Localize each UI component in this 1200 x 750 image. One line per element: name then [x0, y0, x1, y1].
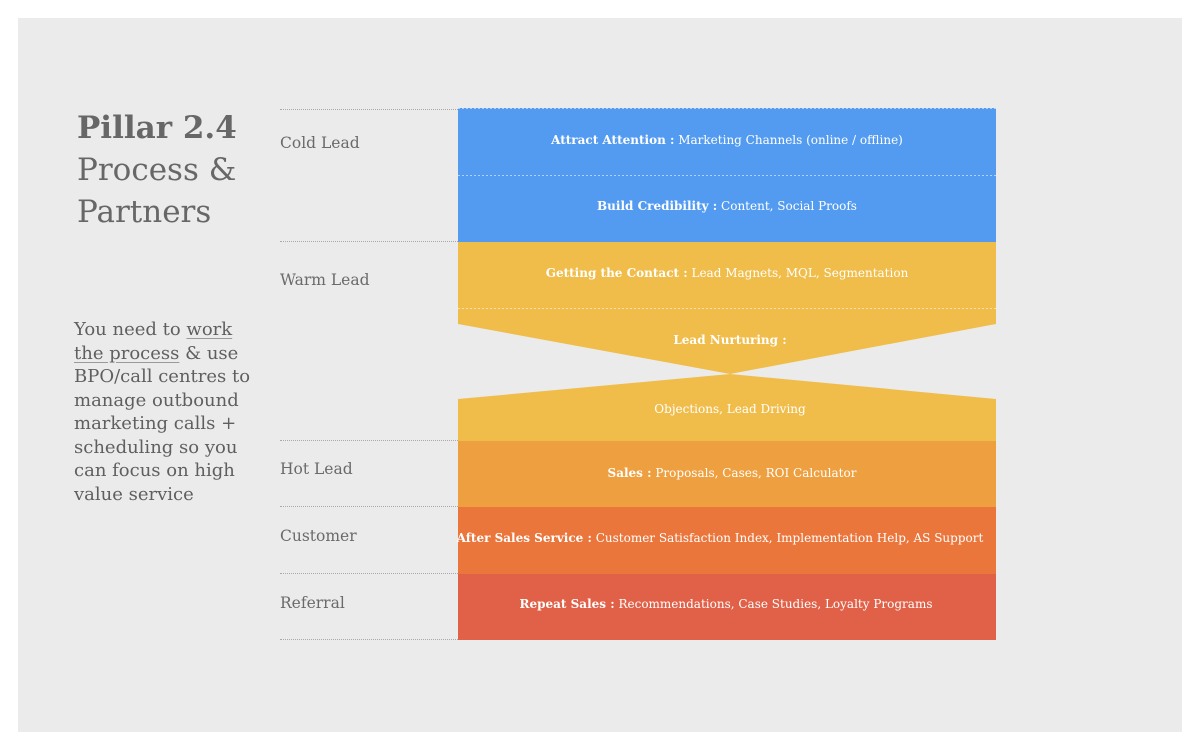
stage-label-hot: Hot Lead	[280, 460, 353, 478]
description-part1: You need to	[74, 319, 187, 340]
description-part2: & use BPO/call centres to manage outboun…	[74, 342, 251, 505]
segment-after-sales	[458, 507, 996, 574]
stage-label-referral: Referral	[280, 594, 345, 612]
segment-getting-contact	[458, 242, 996, 308]
funnel-dividers	[458, 108, 996, 309]
segment-text-nurturing: Lead Nurturing :	[673, 333, 786, 347]
funnel-diagram: Attract Attention : Marketing Channels (…	[456, 108, 996, 640]
segment-lead-nurturing	[458, 308, 996, 374]
description: You need to work the process & use BPO/c…	[74, 318, 254, 506]
separator-line	[280, 440, 458, 441]
segment-objections	[458, 374, 996, 441]
segment-sales	[458, 441, 996, 507]
segment-attract-attention	[458, 108, 996, 175]
title-bold: Pillar 2.4	[77, 110, 237, 146]
separator-line	[280, 573, 458, 574]
slide: Pillar 2.4 Process & Partners You need t…	[18, 18, 1182, 732]
segment-build-credibility	[458, 175, 996, 242]
segment-text-objections: Objections, Lead Driving	[654, 402, 806, 416]
title-light: Process & Partners	[77, 152, 237, 230]
segment-repeat-sales	[458, 574, 996, 640]
description-underline: work the process	[74, 319, 233, 364]
segment-text-sales: Sales : Proposals, Cases, ROI Calculator	[608, 466, 857, 480]
stage-label-warm: Warm Lead	[280, 271, 370, 289]
stage-label-cold: Cold Lead	[280, 134, 360, 152]
separator-line	[280, 639, 458, 640]
segment-text-after-sales: After Sales Service : Customer Satisfact…	[456, 531, 984, 545]
segment-text-contact: Getting the Contact : Lead Magnets, MQL,…	[546, 266, 909, 280]
segment-text-credibility: Build Credibility : Content, Social Proo…	[597, 199, 857, 213]
segment-text-attract: Attract Attention : Marketing Channels (…	[550, 133, 903, 147]
stage-label-customer: Customer	[280, 527, 357, 545]
separator-line	[280, 241, 458, 242]
segment-text-repeat-sales: Repeat Sales : Recommendations, Case Stu…	[520, 597, 933, 611]
separator-line	[280, 109, 458, 110]
separator-line	[280, 506, 458, 507]
slide-title: Pillar 2.4 Process & Partners	[77, 107, 267, 233]
